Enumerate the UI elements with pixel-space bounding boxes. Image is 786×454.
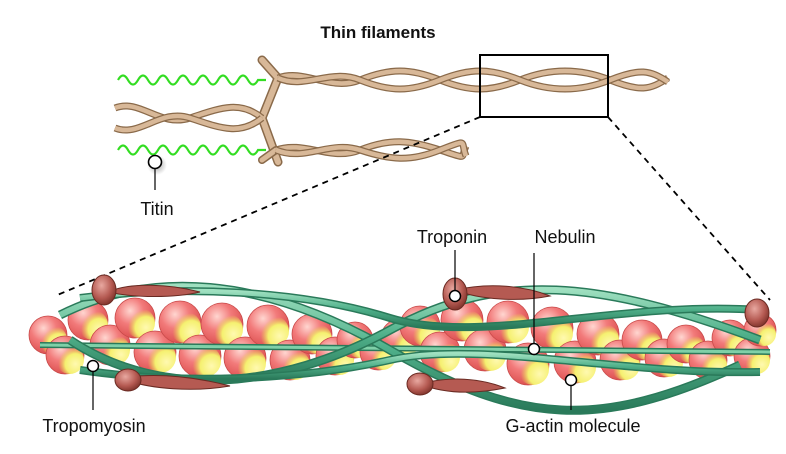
nebulin-marker-icon bbox=[527, 342, 541, 356]
troponin-label: Troponin bbox=[417, 227, 487, 247]
actin-filament-top bbox=[276, 67, 670, 93]
zoom-projection-right bbox=[607, 116, 771, 301]
troponin-marker-icon bbox=[448, 289, 462, 303]
tropomyosin-marker-icon bbox=[86, 359, 100, 373]
g-actin-highlight bbox=[189, 345, 221, 377]
titin-spring-bottom bbox=[117, 144, 266, 156]
g-actin-highlight bbox=[125, 308, 155, 338]
zoom-box bbox=[479, 54, 609, 118]
titin-spring-top bbox=[117, 74, 266, 86]
troponin-complexes bbox=[91, 274, 770, 396]
g-actin-marker-icon bbox=[564, 373, 578, 387]
titin-label: Titin bbox=[140, 199, 173, 219]
g-actin-highlight bbox=[257, 315, 289, 347]
g-actin-highlight bbox=[144, 341, 176, 373]
tropomyosin-label: Tropomyosin bbox=[42, 416, 145, 436]
g-actin-label: G-actin molecule bbox=[505, 416, 640, 436]
g-actin-highlight bbox=[55, 345, 84, 374]
actin-filament-left bbox=[113, 102, 265, 134]
diagram-title: Thin filaments bbox=[320, 23, 435, 42]
actin-filament-bottom bbox=[274, 138, 470, 162]
thin-filament-overview bbox=[113, 54, 670, 167]
titin-marker-icon bbox=[147, 154, 163, 170]
zoomed-filament bbox=[28, 274, 777, 415]
g-actin-highlight bbox=[234, 347, 266, 379]
g-actin-highlight bbox=[211, 313, 243, 345]
z-disc bbox=[257, 55, 284, 167]
nebulin-strand bbox=[39, 342, 771, 355]
g-actin-highlight bbox=[169, 311, 201, 343]
nebulin-label: Nebulin bbox=[534, 227, 595, 247]
